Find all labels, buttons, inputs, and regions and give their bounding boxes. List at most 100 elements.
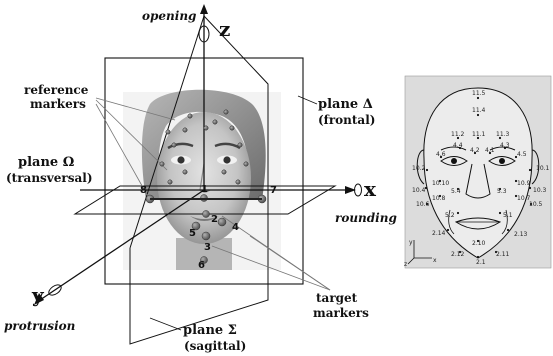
reference-marker-dot <box>171 142 177 148</box>
target-number-8: 8 <box>140 185 147 196</box>
map-right-eye <box>488 156 516 166</box>
map-label-11.5: 11.5 <box>472 90 486 97</box>
reference-marker-dot <box>243 161 249 167</box>
map-label-5.2: 5.2 <box>445 212 455 219</box>
plane-omega-name: plane Ω <box>18 155 74 170</box>
map-point-dot <box>514 179 518 183</box>
target-number-1: 1 <box>201 184 208 195</box>
map-label-10.3: 10.3 <box>533 187 547 194</box>
map-point-dot <box>528 186 532 190</box>
map-right-brow <box>489 146 516 151</box>
map-point-dot <box>456 211 460 215</box>
map-axis-x-label: x <box>433 257 437 264</box>
map-label-11.1: 11.1 <box>472 131 486 138</box>
map-label-4.2: 4.2 <box>470 147 480 154</box>
map-point-dot <box>446 228 450 232</box>
reference-marker-dot <box>159 161 165 167</box>
map-label-4.4: 4.4 <box>453 142 463 149</box>
map-point-dot <box>439 155 443 159</box>
y-axis-letter: y <box>31 283 45 307</box>
map-point-dot <box>456 187 460 191</box>
target-marker-dot <box>201 231 211 241</box>
target-markers-line2: markers <box>313 306 369 320</box>
map-point-dot <box>476 113 480 117</box>
map-point-dot <box>456 136 460 140</box>
target-marker-dot <box>217 217 227 227</box>
map-label-5.3: 5.3 <box>497 188 507 195</box>
map-point-dot <box>514 155 518 159</box>
map-label-2.10: 2.10 <box>472 240 486 247</box>
map-axis-z-label: z <box>404 261 407 268</box>
map-label-10.6: 10.6 <box>416 201 430 208</box>
map-nose <box>465 163 491 199</box>
reference-marker-dot <box>235 179 241 185</box>
map-label-5.1: 5.1 <box>503 212 513 219</box>
reference-leader-lines <box>95 97 176 201</box>
z-axis-arrow <box>200 4 208 14</box>
plane-delta-desc: (frontal) <box>318 113 375 127</box>
reference-markers <box>159 109 249 185</box>
map-point-dot <box>458 250 462 254</box>
map-point-dot <box>476 136 480 140</box>
map-right-pupil <box>499 158 505 164</box>
map-left-pupil <box>451 158 457 164</box>
reference-marker-dot <box>182 169 188 175</box>
target-leader-lines <box>211 215 331 291</box>
target-marker-dot <box>200 256 208 264</box>
map-point-dot <box>476 239 480 243</box>
map-label-11.3: 11.3 <box>496 131 510 138</box>
reference-marker-dot <box>203 125 209 131</box>
reference-marker-dot <box>237 142 243 148</box>
map-label-2.13: 2.13 <box>514 231 528 238</box>
map-point-dot <box>503 146 507 150</box>
reference-marker-dot <box>182 127 188 133</box>
map-label-5.4: 5.4 <box>451 188 461 195</box>
map-label-4.6: 4.6 <box>436 151 446 158</box>
rounding-label: rounding <box>335 211 397 225</box>
facial-points-map: 11.5 11.4 11.2 11.1 11.3 4.4 4.2 4.1 4.3… <box>404 75 552 269</box>
map-label-11.2: 11.2 <box>451 131 465 138</box>
target-number-3: 3 <box>204 242 211 253</box>
map-point-dot <box>529 202 533 206</box>
protrusion-label: protrusion <box>4 319 75 333</box>
map-point-dot <box>425 168 429 172</box>
map-label-10.9: 10.9 <box>517 180 531 187</box>
y-axis-line <box>39 189 205 301</box>
map-label-10.8: 10.8 <box>432 195 446 202</box>
reference-marker-dot <box>187 113 193 119</box>
map-label-10.5: 10.5 <box>529 201 543 208</box>
transversal-plane <box>73 185 337 215</box>
map-label-4.3: 4.3 <box>500 142 510 149</box>
x-rotation-icon <box>354 183 362 197</box>
map-point-dot <box>506 228 510 232</box>
map-point-dot <box>476 96 480 100</box>
map-left-eye <box>440 156 468 166</box>
map-label-10.4: 10.4 <box>412 187 426 194</box>
reference-marker-dot <box>212 119 218 125</box>
map-point-dot <box>424 186 428 190</box>
map-label-10.1: 10.1 <box>536 165 550 172</box>
reference-marker-dot <box>165 129 171 135</box>
map-point-dot <box>458 146 462 150</box>
reference-marker-dot <box>223 109 229 115</box>
opening-label: opening <box>142 9 196 23</box>
map-point-dot <box>438 194 442 198</box>
reference-marker-dot <box>167 179 173 185</box>
z-rotation-icon <box>198 25 210 43</box>
sagittal-plane <box>129 15 269 345</box>
map-point-dot <box>425 202 429 206</box>
plane-delta-name: plane Δ <box>318 97 373 112</box>
map-label-4.5: 4.5 <box>517 151 527 158</box>
map-point-dot <box>514 194 518 198</box>
x-axis-arrow <box>345 186 356 194</box>
target-marker-dot <box>202 210 210 218</box>
target-number-4: 4 <box>232 222 239 233</box>
map-point-dot <box>476 255 480 259</box>
map-label-10.10: 10.10 <box>432 180 449 187</box>
target-number-2: 2 <box>211 214 218 225</box>
reference-markers-line2: markers <box>30 97 86 111</box>
map-point-dot <box>498 211 502 215</box>
plane-sigma-name: plane Σ <box>183 323 237 338</box>
